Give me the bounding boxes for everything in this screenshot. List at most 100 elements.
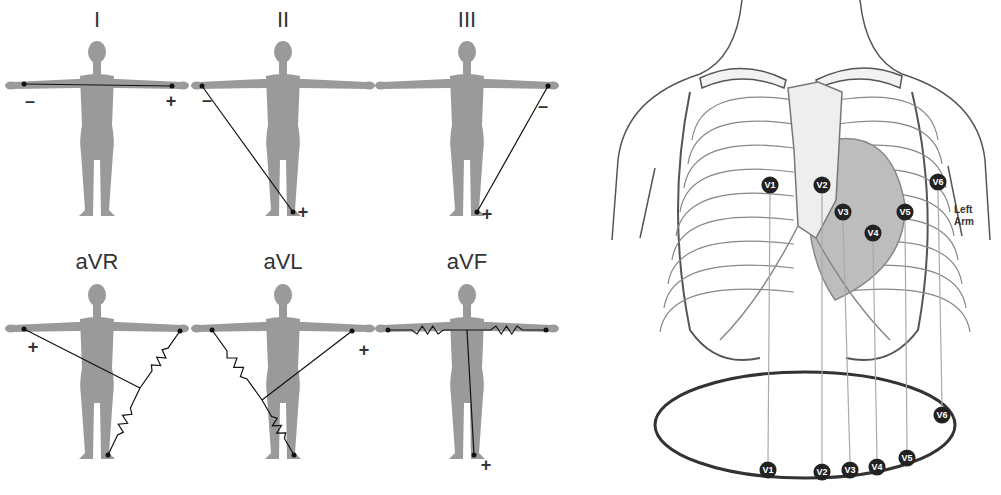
- circle-fill: [896, 203, 913, 220]
- rib: [664, 265, 794, 308]
- lead-line: [262, 331, 352, 400]
- circle-fill: [834, 203, 851, 220]
- electrode-label: V5: [896, 203, 914, 221]
- electrode-circle: V3: [834, 203, 852, 221]
- electrode-dot: [200, 84, 205, 89]
- projection-line: [905, 221, 907, 449]
- lead-title: aVR: [76, 251, 119, 273]
- projection-line: [843, 221, 850, 461]
- rib: [680, 169, 794, 212]
- lead-line: [24, 84, 172, 86]
- electrode-dot: [546, 84, 551, 89]
- lead-title: I: [94, 9, 100, 31]
- rib: [838, 97, 938, 140]
- electrode-dot: [210, 328, 215, 333]
- chest-cross-section: [655, 372, 955, 478]
- electrode-dot: [291, 210, 296, 215]
- side-label: Left Arm: [954, 204, 978, 227]
- circle-fill: [841, 461, 858, 478]
- electrode-dot: [475, 210, 480, 215]
- electrode-circle: V4: [864, 224, 882, 242]
- electrode-dot: [22, 82, 27, 87]
- lead-wires: [22, 82, 551, 458]
- person-figures: [5, 41, 559, 459]
- polarity-sign: +: [298, 203, 309, 221]
- circle-fill: [761, 176, 778, 193]
- polarity-sign: +: [28, 338, 39, 356]
- electrode-circle: V6: [933, 406, 951, 424]
- circle-fill: [864, 224, 881, 241]
- electrode-label: V3: [834, 203, 852, 221]
- electrode-circle: V5: [898, 449, 916, 467]
- electrode-circle: V6: [929, 173, 947, 191]
- resistor-symbol: [388, 326, 467, 334]
- electrode-dot: [472, 453, 477, 458]
- resistor-symbol: [140, 331, 180, 388]
- circle-fill: [898, 449, 915, 466]
- electrode-label: V1: [759, 461, 777, 479]
- lead-title: II: [277, 9, 289, 31]
- rib: [676, 193, 794, 236]
- electrode-dot: [386, 328, 391, 333]
- electrode-label: V2: [813, 176, 831, 194]
- polarity-sign: –: [202, 91, 212, 109]
- rib: [672, 217, 794, 260]
- electrode-circle: V2: [813, 463, 831, 481]
- electrode-circle: V3: [841, 461, 859, 479]
- polarity-sign: +: [482, 205, 493, 223]
- lead-title: III: [458, 9, 476, 31]
- resistor-symbol: [108, 388, 140, 455]
- projection-line: [938, 191, 942, 406]
- electrode-circle: V5: [896, 203, 914, 221]
- lead-line: [202, 86, 293, 212]
- circle-fill: [868, 458, 885, 475]
- electrode-label: V3: [841, 461, 859, 479]
- electrode-label: V6: [929, 173, 947, 191]
- electrode-dot: [292, 453, 297, 458]
- electrode-label: V4: [868, 458, 886, 476]
- electrode-circle: V2: [813, 176, 831, 194]
- electrode-dot: [22, 327, 27, 332]
- resistor-symbol: [212, 330, 262, 400]
- lead-line: [477, 86, 548, 212]
- lead-title: aVL: [263, 251, 302, 273]
- polarity-sign: +: [359, 341, 370, 359]
- polarity-sign: +: [481, 456, 492, 474]
- electrode-label: V4: [864, 224, 882, 242]
- rib: [660, 289, 794, 332]
- rib: [692, 97, 794, 140]
- resistor-symbol: [467, 326, 546, 334]
- electrode-label: V2: [813, 463, 831, 481]
- circle-fill: [933, 406, 950, 423]
- polarity-sign: –: [25, 92, 35, 110]
- rib: [688, 121, 794, 164]
- electrode-label: V5: [898, 449, 916, 467]
- electrode-dot: [106, 453, 111, 458]
- polarity-sign: +: [166, 92, 177, 110]
- electrode-circle: V4: [868, 458, 886, 476]
- projection-line: [768, 194, 770, 461]
- resistor-symbol: [262, 400, 294, 455]
- projection-line: [873, 242, 877, 458]
- circle-fill: [813, 463, 830, 480]
- electrode-dot: [170, 84, 175, 89]
- electrode-dot: [544, 328, 549, 333]
- electrode-circle: V1: [761, 176, 779, 194]
- circle-fill: [759, 461, 776, 478]
- lead-line: [467, 330, 474, 455]
- rib: [838, 289, 970, 332]
- chest-illustration: [612, 0, 990, 360]
- circle-fill: [929, 173, 946, 190]
- polarity-sign: –: [538, 97, 548, 115]
- electrode-circle: V1: [759, 461, 777, 479]
- circle-fill: [813, 176, 830, 193]
- electrode-label: V6: [933, 406, 951, 424]
- lead-title: aVF: [447, 251, 487, 273]
- lead-line: [24, 329, 140, 388]
- rib: [668, 241, 794, 284]
- projection-line: [821, 194, 822, 463]
- electrode-label: V1: [761, 176, 779, 194]
